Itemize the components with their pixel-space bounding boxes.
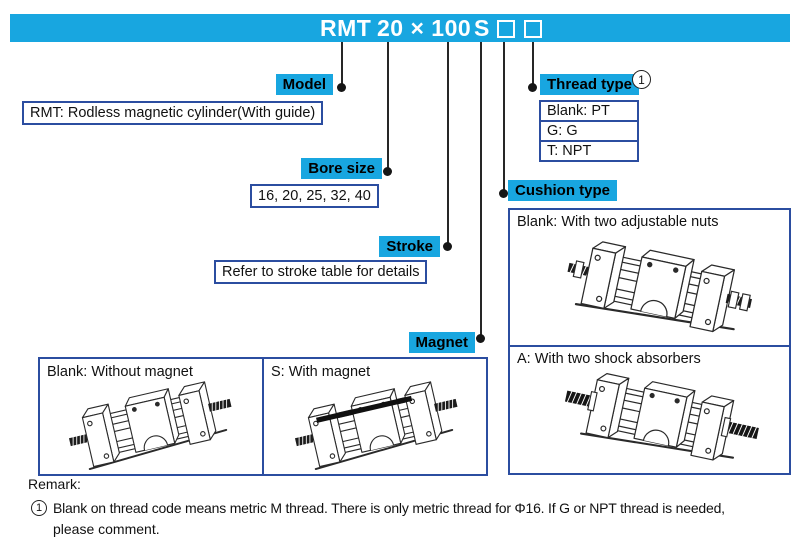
magnet-tag: Magnet [408,332,475,353]
code-magnet: S [474,15,490,41]
thread-option-blank: Blank: PT [539,100,639,122]
remark-text-line2: please comment. [53,521,160,537]
magnet-option-blank-label: Blank: Without magnet [47,364,193,380]
connector-thread-dot [528,83,537,92]
code-bore-stroke: 20 × 100 [377,15,472,41]
cylinder-drawing-shock-absorbers [563,365,761,469]
remark-text-line1: Blank on thread code means metric M thre… [53,500,725,516]
thread-option-g: G: G [539,120,639,142]
connector-thread-line [532,42,534,84]
bore-size-tag: Bore size [301,158,382,179]
code-placeholder-box-cushion [497,20,515,38]
connector-cushion-dot [499,189,508,198]
code-model: RMT [320,15,372,41]
stroke-tag: Stroke [379,236,440,257]
connector-model-dot [337,83,346,92]
thread-options-table: Blank: PT G: G T: NPT [539,100,639,162]
cushion-option-blank-label: Blank: With two adjustable nuts [517,214,719,230]
connector-bore-dot [383,167,392,176]
ordering-code-banner: RMT 20 × 100 S [10,14,790,42]
model-description-box: RMT: Rodless magnetic cylinder(With guid… [22,101,324,125]
remark-title: Remark: [28,476,81,492]
cushion-option-a-cell: A: With two shock absorbers [510,347,789,473]
connector-magnet-line [480,42,482,335]
magnet-option-blank-cell: Blank: Without magnet [40,359,264,474]
bore-size-values-box: 16, 20, 25, 32, 40 [250,184,379,208]
code-placeholder-box-thread [524,20,542,38]
cushion-option-a-label: A: With two shock absorbers [517,351,701,367]
connector-stroke-line [447,42,449,243]
cushion-option-blank-cell: Blank: With two adjustable nuts [510,210,789,347]
connector-magnet-dot [476,334,485,343]
thread-type-tag: Thread type [540,74,640,95]
connector-bore-line [387,42,389,168]
cylinder-drawing-adjustable-nuts [560,233,759,341]
remark-note-number-icon: 1 [31,500,47,516]
connector-model-line [341,42,343,84]
cushion-options-box: Blank: With two adjustable nuts A: With … [508,208,791,475]
cylinder-drawing-with-magnet [288,374,465,473]
cushion-type-tag: Cushion type [508,180,618,201]
magnet-option-s-label: S: With magnet [271,364,371,380]
model-tag: Model [275,74,333,95]
stroke-description-box: Refer to stroke table for details [214,260,428,284]
connector-cushion-line [503,42,505,190]
thread-note-number-icon: 1 [632,70,651,89]
thread-option-t: T: NPT [539,140,639,162]
magnet-option-s-cell: S: With magnet [264,359,486,474]
connector-stroke-dot [443,242,452,251]
magnet-options-box: Blank: Without magnet S: With magnet [38,357,488,476]
cylinder-drawing-without-magnet [62,374,239,473]
